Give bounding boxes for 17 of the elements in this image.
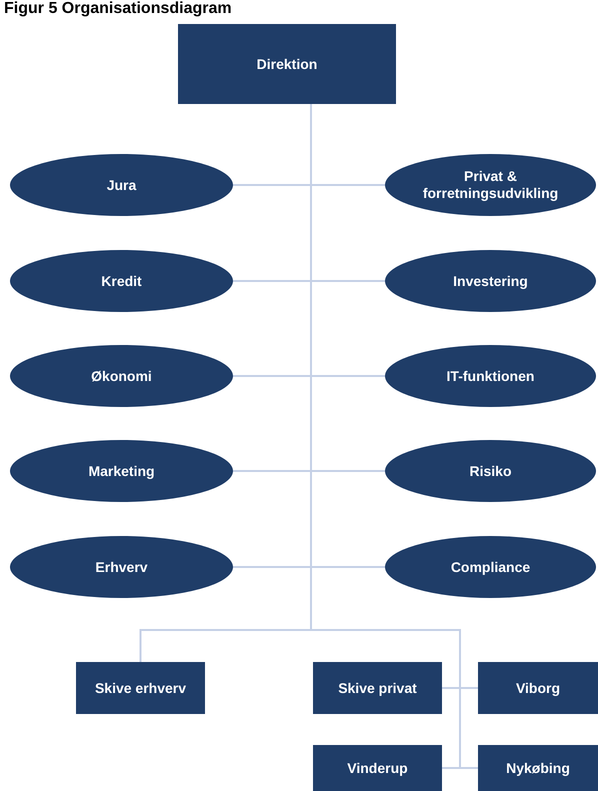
department-ellipse: Økonomi bbox=[10, 345, 233, 407]
department-ellipse: Risiko bbox=[385, 440, 596, 502]
department-ellipse: Marketing bbox=[10, 440, 233, 502]
branch-box: Skive erhverv bbox=[76, 662, 205, 714]
branch-box: Nykøbing bbox=[478, 745, 598, 791]
department-ellipse: IT-funktionen bbox=[385, 345, 596, 407]
department-ellipse: Erhverv bbox=[10, 536, 233, 598]
department-ellipse: Investering bbox=[385, 250, 596, 312]
department-ellipse: Compliance bbox=[385, 536, 596, 598]
diagram-title: Figur 5 Organisationsdiagram bbox=[4, 0, 232, 18]
department-ellipse: Privat & forretningsudvikling bbox=[385, 154, 596, 216]
department-ellipse: Kredit bbox=[10, 250, 233, 312]
branch-box: Vinderup bbox=[313, 745, 442, 791]
branch-box: Viborg bbox=[478, 662, 598, 714]
department-ellipse: Jura bbox=[10, 154, 233, 216]
process-box: Direktion bbox=[178, 24, 396, 104]
branch-box: Skive privat bbox=[313, 662, 442, 714]
